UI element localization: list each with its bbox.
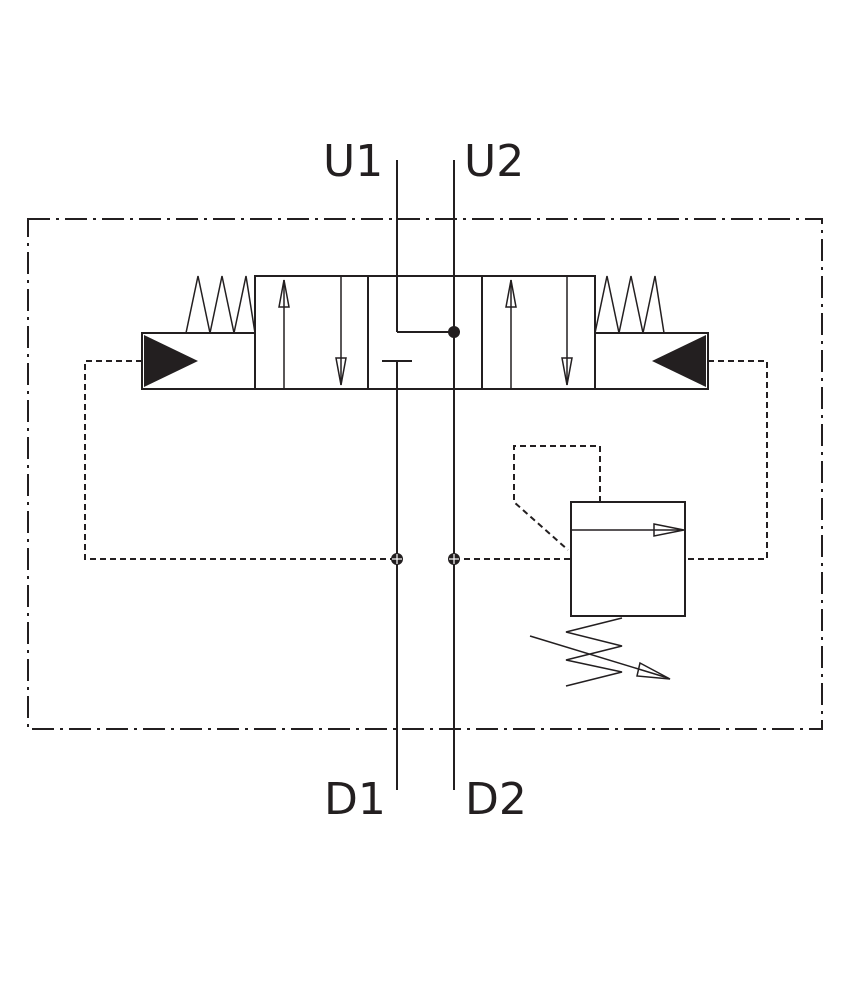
port-label-d1: D1 bbox=[324, 774, 386, 825]
junction-dot-center bbox=[448, 326, 460, 338]
port-label-u1: U1 bbox=[323, 136, 383, 187]
pilot-junction-d1 bbox=[391, 553, 403, 565]
pressure-relief-valve bbox=[570, 501, 686, 617]
port-label-u2: U2 bbox=[464, 136, 524, 187]
spring-left bbox=[185, 275, 256, 334]
pilot-line-left bbox=[84, 360, 397, 560]
adjustment-arrow bbox=[529, 635, 671, 680]
line-u1 bbox=[396, 160, 454, 333]
pilot-actuator-left bbox=[141, 332, 256, 390]
spring-right bbox=[594, 275, 665, 334]
pilot-junction-u2 bbox=[448, 553, 460, 565]
pilot-actuator-right bbox=[594, 332, 709, 390]
adjustable-spring bbox=[565, 617, 623, 687]
pilot-line-right bbox=[685, 360, 768, 560]
valve-body-boundary bbox=[27, 218, 823, 730]
relief-pilot-loop bbox=[513, 445, 601, 551]
port-label-d2: D2 bbox=[465, 774, 527, 825]
